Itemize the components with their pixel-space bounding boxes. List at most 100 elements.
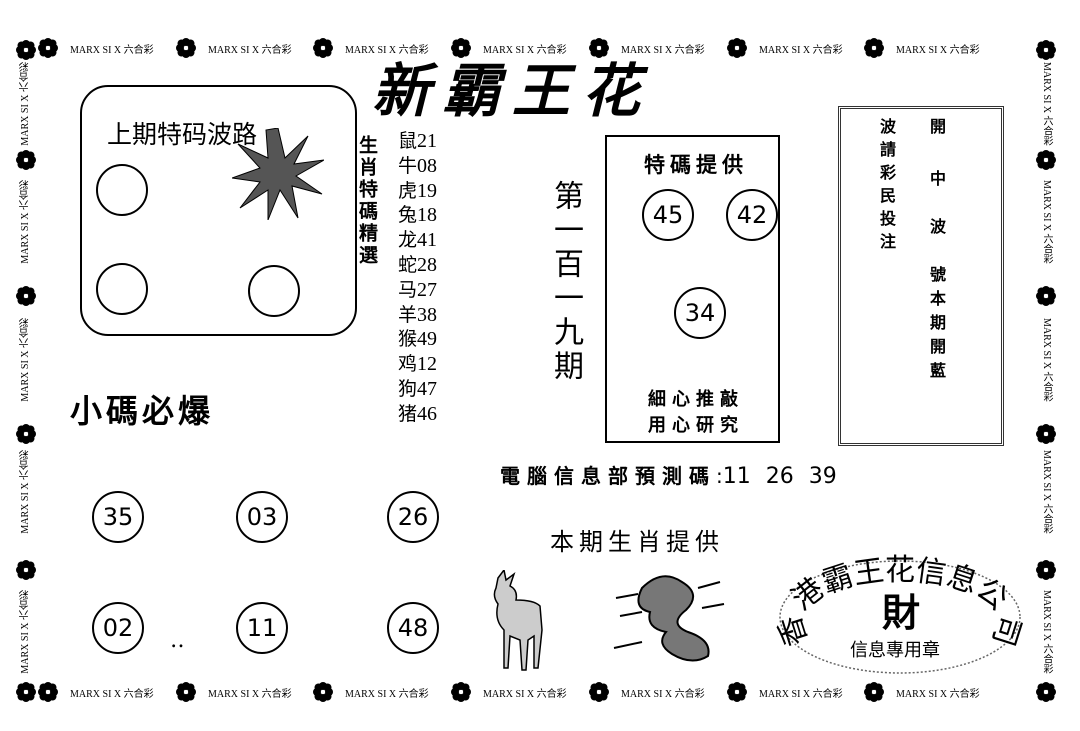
border-text: MARX SI X 六合彩 (1041, 62, 1052, 146)
zodiac-item: 猪46 (398, 402, 437, 426)
border-text: MARX SI X 六合彩 (621, 44, 705, 56)
border-label: MARX SI X 六合彩 (176, 682, 292, 702)
border-text: MARX SI X 六合彩 (70, 44, 154, 56)
flower-icon (16, 560, 36, 580)
zodiac-animal: 兔 (398, 204, 418, 227)
border-label: MARX SI X 六合彩 (313, 38, 429, 58)
prediction-label: 電腦信息部預測碼 (500, 464, 716, 488)
border-text: MARX SI X 六合彩 (1041, 318, 1052, 402)
border-label: MARX SI X 六合彩 (727, 682, 843, 702)
zodiac-number: 19 (417, 179, 438, 202)
flower-icon (727, 38, 747, 58)
border-label: MARX SI X 六合彩 (589, 38, 705, 58)
notice-col2c: 波 (927, 218, 946, 234)
flower-icon (1036, 560, 1056, 580)
border-label: MARX SI X 六合彩 (313, 682, 429, 702)
flower-icon (1036, 682, 1056, 702)
special-number: 34 (674, 287, 726, 339)
zodiac-number: 28 (417, 254, 438, 276)
zodiac-item: 马27 (398, 278, 437, 302)
flower-icon (1036, 424, 1056, 444)
prediction-sep: : (716, 464, 723, 488)
flower-icon (589, 682, 609, 702)
wave-circle (96, 164, 148, 216)
number-circle: 11 (236, 602, 288, 654)
notice-col1: 波請彩民投注 (877, 118, 896, 256)
border-label: MARX SI X 六合彩 (38, 38, 154, 58)
flower-icon (313, 682, 333, 702)
border-text: MARX SI X 六合彩 (345, 688, 429, 700)
flower-icon (16, 286, 36, 306)
border-text: MARX SI X 六合彩 (1041, 590, 1052, 674)
zodiac-item: 龙41 (398, 228, 437, 252)
border-text: MARX SI X 六合彩 (20, 180, 31, 264)
flower-icon (38, 38, 58, 58)
zodiac-animal: 鸡 (398, 353, 418, 376)
border-text: MARX SI X 六合彩 (896, 44, 980, 56)
border-text: MARX SI X 六合彩 (345, 44, 429, 56)
zodiac-item: 鼠21 (398, 129, 437, 153)
flower-icon (38, 682, 58, 702)
notice-col2d: 號本期開藍 (927, 266, 946, 386)
zodiac-animal: 猴 (398, 328, 418, 351)
flower-icon (864, 38, 884, 58)
flower-icon (1036, 286, 1056, 306)
zodiac-item: 蛇28 (398, 253, 437, 277)
flower-icon (727, 682, 747, 702)
zodiac-number: 27 (417, 278, 438, 301)
special-number: 45 (642, 189, 694, 241)
issue-number: 第一百一九期 (548, 180, 583, 384)
special-box (605, 135, 780, 443)
zodiac-pick-label: 生肖特碼精選 (356, 135, 378, 267)
flower-icon (1036, 150, 1056, 170)
zodiac-animal: 鼠 (398, 130, 418, 152)
border-label: MARX SI X 六合彩 (589, 682, 705, 702)
zodiac-animal: 马 (398, 278, 418, 301)
notice-col2a: 開 (927, 118, 946, 134)
wave-circle (248, 265, 300, 317)
border-text: MARX SI X 六合彩 (208, 688, 292, 700)
computer-prediction: 電腦信息部預測碼:11 26 39 (500, 462, 837, 491)
border-text: MARX SI X 六合彩 (621, 688, 705, 700)
zodiac-item: 牛08 (398, 154, 437, 178)
special-title: 特碼提供 (644, 152, 748, 177)
flower-icon (589, 38, 609, 58)
small-codes-label: 小碼必爆 (70, 392, 215, 430)
flower-icon (864, 682, 884, 702)
flower-icon (16, 40, 36, 60)
zodiac-animal: 虎 (398, 179, 418, 202)
flower-icon (176, 38, 196, 58)
border-text: MARX SI X 六合彩 (20, 318, 31, 402)
last-wave-label: 上期特码波路 (107, 120, 258, 149)
notice-col2b: 中 (927, 170, 946, 186)
goat-icon (493, 570, 543, 671)
border-text: MARX SI X 六合彩 (1041, 450, 1052, 534)
number-circle: 02 (92, 602, 144, 654)
notice-box (838, 106, 1004, 446)
border-text: MARX SI X 六合彩 (20, 62, 31, 146)
zodiac-animal: 狗 (398, 378, 418, 400)
border-text: MARX SI X 六合彩 (759, 44, 843, 56)
zodiac-number: 41 (417, 229, 438, 252)
zodiac-animal: 龙 (398, 229, 418, 252)
company-stamp: 香港霸王花信息公司 (773, 553, 1027, 674)
border-text: MARX SI X 六合彩 (896, 688, 980, 700)
flower-icon (451, 38, 471, 58)
flower-icon (313, 38, 333, 58)
starburst-icon (232, 128, 324, 220)
zodiac-item: 鸡12 (398, 352, 437, 376)
zodiac-number: 38 (417, 303, 438, 326)
border-label: MARX SI X 六合彩 (176, 38, 292, 58)
border-text: MARX SI X 六合彩 (759, 688, 843, 700)
zodiac-item: 羊38 (398, 303, 437, 327)
wave-circle (96, 263, 148, 315)
zodiac-item: 猴49 (398, 327, 437, 351)
prediction-numbers: 11 26 39 (722, 464, 837, 489)
border-label: MARX SI X 六合彩 (864, 38, 980, 58)
zodiac-number: 12 (417, 353, 438, 376)
stamp-bottom: 信息專用章 (850, 640, 940, 661)
zodiac-number: 49 (417, 328, 438, 351)
zodiac-number: 18 (417, 204, 438, 227)
dots: ‥ (170, 628, 185, 653)
